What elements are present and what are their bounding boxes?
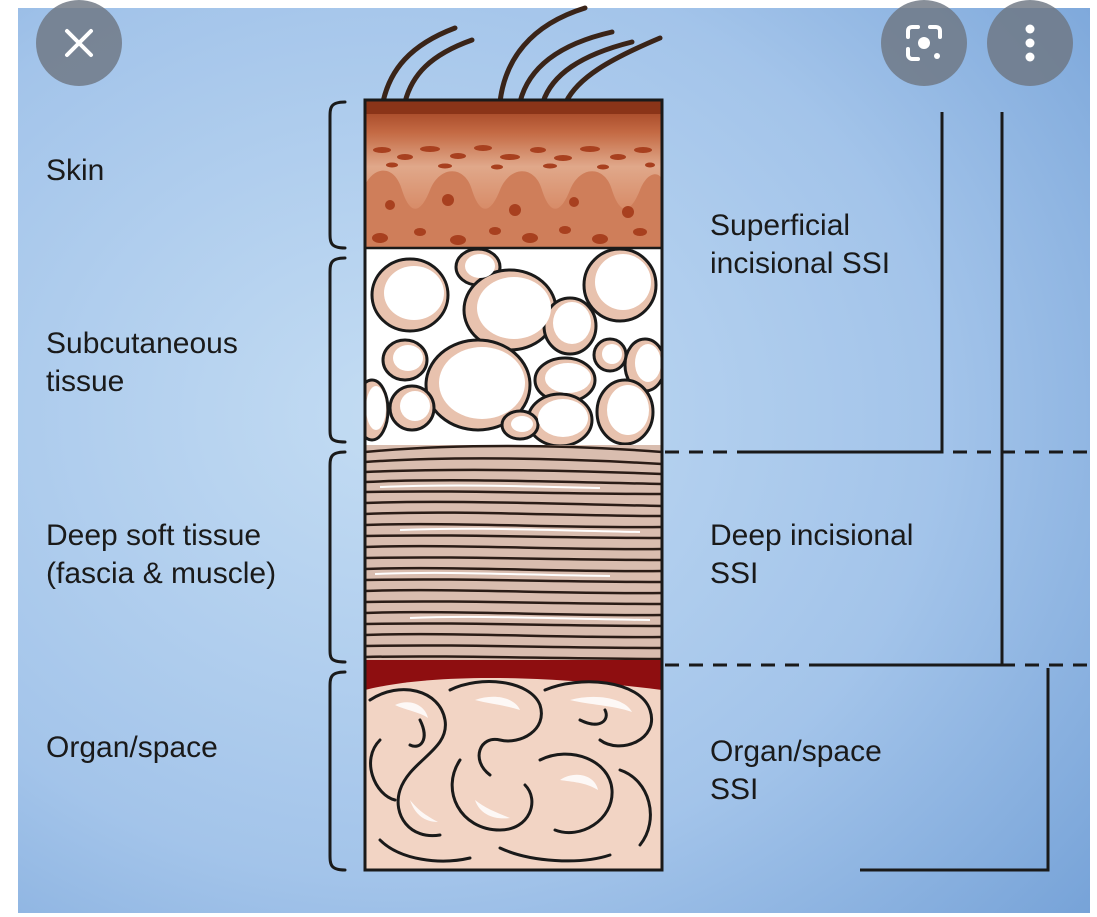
label-deep-incisional-ssi: Deep incisional SSI (710, 517, 913, 593)
layer-label-skin: Skin (46, 152, 104, 190)
lens-search-icon (902, 21, 946, 65)
subcutaneous-fat-layer (356, 248, 665, 448)
more-vert-icon (1020, 21, 1040, 65)
deep-line2: SSI (710, 555, 913, 593)
label-superficial-incisional-ssi: Superficial incisional SSI (710, 207, 890, 283)
close-button[interactable] (36, 0, 122, 86)
layer-label-skin-text: Skin (46, 152, 104, 190)
layer-label-organ-space: Organ/space (46, 729, 218, 767)
layer-label-deep-line1: Deep soft tissue (46, 517, 276, 555)
skin-layer (365, 100, 662, 248)
more-options-button[interactable] (987, 0, 1073, 86)
superficial-line2: incisional SSI (710, 245, 890, 283)
layer-label-subcutaneous: Subcutaneous tissue (46, 325, 238, 401)
layer-label-subcutaneous-line2: tissue (46, 363, 238, 401)
deep-line1: Deep incisional (710, 517, 913, 555)
close-icon (59, 23, 99, 63)
lens-search-button[interactable] (881, 0, 967, 86)
muscle-layer (365, 445, 662, 665)
organ-layer (365, 678, 662, 870)
organ-line1: Organ/space (710, 733, 882, 771)
layer-label-subcutaneous-line1: Subcutaneous (46, 325, 238, 363)
organ-line2: SSI (710, 771, 882, 809)
layer-label-deep-line2: (fascia & muscle) (46, 555, 276, 593)
superficial-line1: Superficial (710, 207, 890, 245)
layer-label-deep-soft-tissue: Deep soft tissue (fascia & muscle) (46, 517, 276, 593)
layer-label-organ-text: Organ/space (46, 729, 218, 767)
label-organ-space-ssi: Organ/space SSI (710, 733, 882, 809)
